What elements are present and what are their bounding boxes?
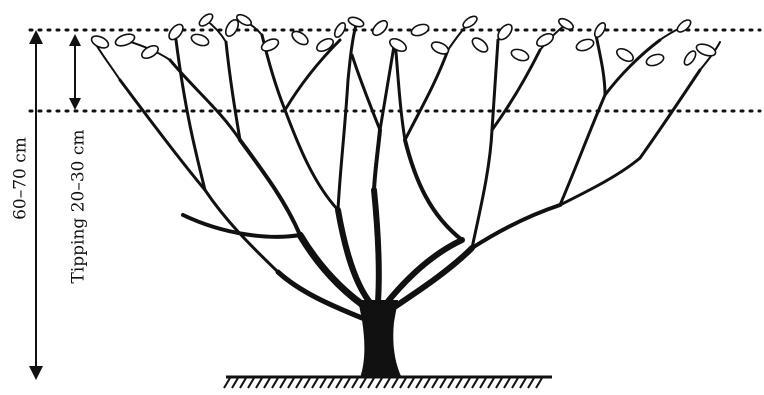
tipping-arrow (69, 34, 81, 110)
total-height-arrow (29, 30, 43, 380)
total-height-label: 60–70 cm (13, 124, 30, 234)
tree-leaves (90, 12, 717, 68)
ground-line (224, 377, 552, 388)
tree-trunk (358, 300, 402, 378)
tree-branches (92, 20, 720, 318)
tipping-label: Tipping 20–30 cm (71, 134, 88, 284)
